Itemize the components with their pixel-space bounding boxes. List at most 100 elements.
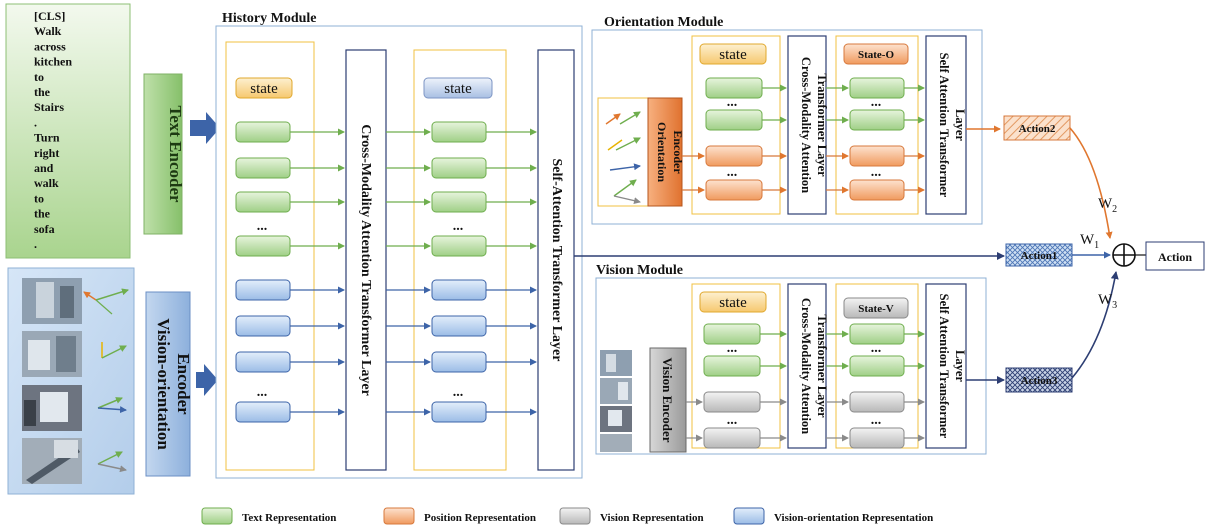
orientation-output-token	[849, 145, 905, 167]
history-input-token	[235, 351, 291, 373]
vision-input-images	[600, 350, 632, 452]
action3-box	[1005, 367, 1073, 393]
orientation-input-ellipsis: ...	[727, 165, 738, 180]
state-o-token	[843, 43, 909, 65]
history-self-attention-layer	[537, 49, 575, 471]
w2-label: W2	[1098, 196, 1117, 215]
history-output-token	[431, 315, 487, 337]
vision-output-token	[849, 427, 905, 449]
vision-orientation-encoder-label-2: Encoder	[174, 353, 193, 415]
orientation-self-label-2: Layer	[953, 109, 967, 141]
instruction-word: and	[34, 161, 54, 175]
orientation-output-column	[835, 35, 919, 215]
vision-state-token	[699, 291, 767, 313]
orientation-input-ellipsis: ...	[727, 95, 738, 110]
vision-input-ellipsis: ...	[727, 413, 738, 428]
w2-path	[1069, 127, 1113, 239]
instruction-word: Walk	[34, 24, 62, 38]
vision-input-token	[703, 391, 761, 413]
vision-orientation-encoder-label-1: Vision-orientation	[154, 318, 173, 450]
state-v-label: State-V	[858, 303, 893, 315]
w1-label: W1	[1080, 232, 1099, 251]
history-input-token	[235, 315, 291, 337]
vision-output-ellipsis: ...	[871, 341, 882, 356]
legend-label: Text Representation	[242, 512, 336, 524]
instruction-word: across	[34, 39, 66, 53]
vision-cross-label-1: Cross-Modality Attention	[799, 298, 813, 434]
history-output-ellipsis: ...	[453, 385, 464, 400]
instruction-word: Turn	[34, 131, 60, 145]
history-output-token	[431, 279, 487, 301]
action3-label: Action3	[1021, 375, 1058, 387]
history-output-token	[431, 235, 487, 257]
vision-input-token	[703, 355, 761, 377]
history-output-token	[431, 121, 487, 143]
orientation-input-token	[705, 145, 763, 167]
history-state-token-1	[235, 77, 293, 99]
vision-encoder-box	[649, 347, 687, 453]
legend-label: Position Representation	[424, 512, 536, 524]
orientation-encoder-box	[647, 97, 683, 207]
instruction-word: kitchen	[34, 55, 72, 69]
orientation-output-ellipsis: ...	[871, 165, 882, 180]
instruction-word: sofa	[34, 222, 55, 236]
legend-label: Vision-orientation Representation	[774, 512, 933, 524]
orientation-token-rows: ............	[682, 77, 925, 201]
vision-state-label: state	[719, 295, 747, 311]
vision-output-token	[849, 391, 905, 413]
orientation-output-token	[849, 179, 905, 201]
instruction-word: right	[34, 146, 59, 160]
vision-orientation-encoder-box	[145, 291, 191, 477]
vision-self-attention-layer	[925, 283, 967, 449]
instruction-text: [CLS]WalkacrosskitchentotheStairs.Turnri…	[34, 9, 72, 251]
orientation-output-token	[849, 109, 905, 131]
history-state-label-1: state	[250, 81, 278, 97]
instruction-text-panel	[5, 3, 131, 259]
orientation-input-token	[705, 179, 763, 201]
history-cross-attention-layer	[345, 49, 387, 471]
state-o-label: State-O	[858, 49, 894, 61]
panorama-images	[22, 278, 82, 484]
history-input-token	[235, 279, 291, 301]
orientation-cross-attention-layer	[787, 35, 827, 215]
history-output-column	[413, 49, 507, 471]
history-output-token	[431, 191, 487, 213]
history-state-token-2	[423, 77, 493, 99]
vision-token-rows: ............	[686, 323, 925, 449]
orientation-self-label-1: Self Attention Transformer	[937, 53, 951, 198]
orientation-self-attention-layer	[925, 35, 967, 215]
vision-encoder-arrow	[196, 364, 218, 396]
orientation-encoder-label-2: Encoder	[671, 130, 685, 174]
vision-encoder-label: Vision Encoder	[660, 357, 675, 442]
history-self-attention-label: Self-Attention Transformer Layer	[549, 159, 564, 362]
history-input-token	[235, 121, 291, 143]
vision-self-label-1: Self Attention Transformer	[937, 294, 951, 439]
history-output-ellipsis: ...	[453, 219, 464, 234]
action1-label: Action1	[1021, 250, 1058, 262]
orientation-input-vectors	[605, 111, 641, 205]
orientation-module-title: Orientation Module	[604, 15, 723, 30]
instruction-word: to	[34, 70, 44, 84]
legend-swatch	[559, 507, 591, 525]
instruction-word: the	[34, 207, 51, 221]
orientation-encoder-label-1: Orientation	[655, 122, 669, 182]
instruction-word: .	[34, 237, 37, 251]
history-input-ellipsis: ...	[257, 219, 268, 234]
instruction-word: .	[34, 115, 37, 129]
history-token-rows: ............	[235, 121, 537, 423]
orientation-input-column	[691, 35, 781, 215]
final-action-label: Action	[1158, 250, 1192, 264]
vision-module-title: Vision Module	[596, 263, 683, 278]
orientation-vector-icons	[83, 288, 129, 473]
vision-output-token	[849, 355, 905, 377]
legend-swatch	[733, 507, 765, 525]
history-input-token	[235, 157, 291, 179]
vision-self-label-2: Layer	[953, 350, 967, 382]
vision-input-token	[703, 427, 761, 449]
legend: Text Representation Position Representati…	[201, 507, 933, 525]
history-input-ellipsis: ...	[257, 385, 268, 400]
w3-label: W3	[1098, 292, 1117, 311]
instruction-word: walk	[34, 176, 59, 190]
instruction-word: Stairs	[34, 100, 64, 114]
history-module-title: History Module	[222, 11, 317, 26]
